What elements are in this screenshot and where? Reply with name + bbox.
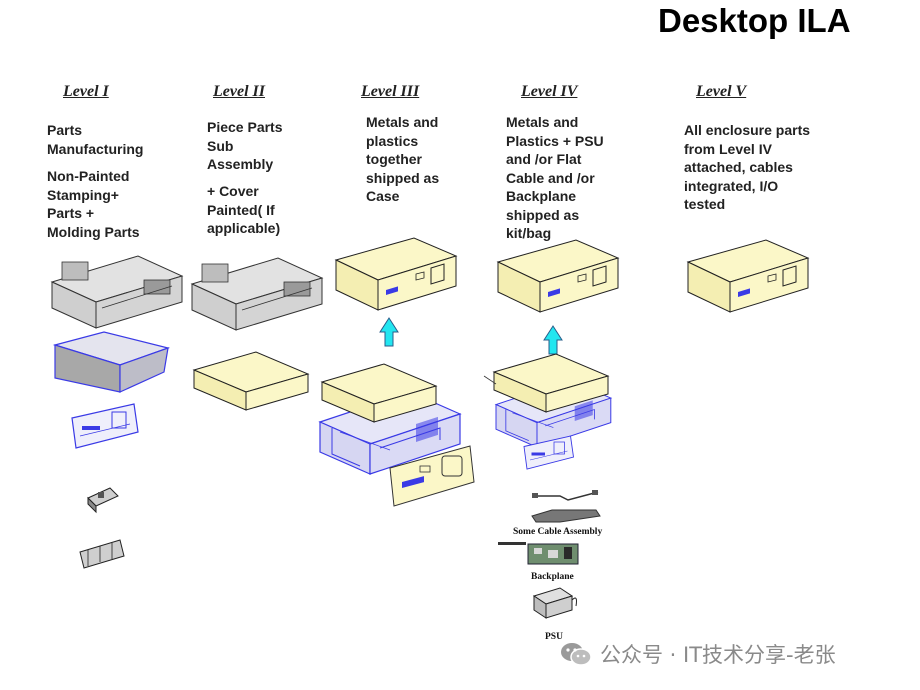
watermark: 公众号 · IT技术分享-老张 [560,640,836,668]
level-2-cover-note: + Cover Painted( If applicable) [207,183,281,236]
psu-icon [532,587,577,619]
cable-assembly-caption: Some Cable Assembly [513,527,603,537]
level-1-description: Parts Manufacturing [47,122,144,157]
level-5-description: All enclosure parts from Level IV attach… [684,122,811,212]
cable-assembly-icon [531,490,601,523]
level-4-description: Metals and Plastics + PSU and /or Flat C… [506,114,604,241]
level-5-tested-enclosure [687,239,809,313]
level-1-rail [79,539,125,569]
level-1-cover-panel [52,331,171,393]
level-2-painted-cover [193,351,309,411]
level-2-description: Piece Parts Sub Assembly [207,119,283,172]
level-1-front-bezel [71,403,139,449]
level-2-subassembly [191,257,323,331]
watermark-text: 公众号 · IT技术分享-老张 [600,643,836,667]
level-2-label: Level II [213,83,265,100]
level-3-arrow [379,317,399,347]
psu-caption: PSU [545,632,563,642]
level-4-arrow [543,325,563,355]
wechat-icon [561,643,592,666]
backplane-icon [498,542,579,565]
level-5-label: Level V [696,83,747,100]
level-1-bracket [87,487,119,514]
level-3-description: Metals and plastics together shipped as … [366,114,440,204]
level-3-closed-case [335,237,457,311]
level-1-label: Level I [63,83,109,100]
level-1-parts-list: Non-Painted Stamping+ Parts + Molding Pa… [47,168,140,240]
page-title: Desktop ILA [658,2,851,39]
level-4-label: Level IV [521,83,578,100]
level-4-closed-case [497,239,619,313]
level-1-chassis-parts [51,255,183,329]
backplane-caption: Backplane [531,572,574,582]
level-3-label: Level III [361,83,420,100]
